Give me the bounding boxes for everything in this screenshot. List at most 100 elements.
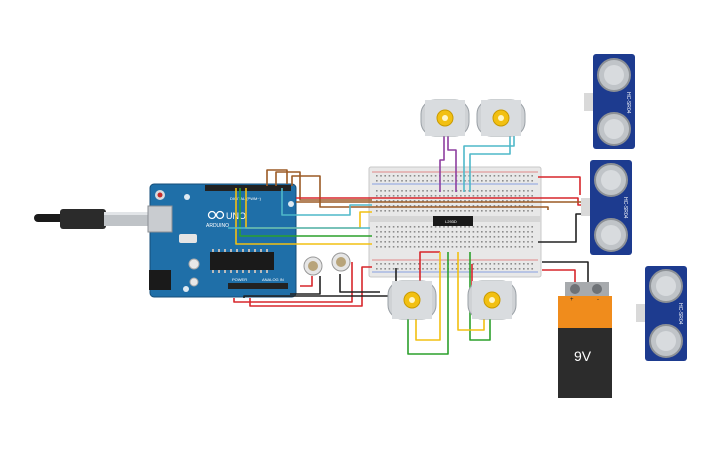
breadboard-hole [527, 246, 529, 248]
breadboard-hole [443, 200, 445, 202]
breadboard-hole [409, 200, 412, 202]
breadboard-hole [409, 205, 412, 207]
breadboard-hole [380, 175, 382, 177]
breadboard-hole [497, 226, 500, 228]
battery-minus-label: - [597, 297, 599, 303]
breadboard-hole [481, 246, 483, 248]
breadboard-hole [497, 190, 500, 192]
breadboard-hole [510, 246, 512, 248]
breadboard-hole [489, 236, 491, 238]
breadboard-hole [527, 226, 529, 228]
breadboard-hole [476, 210, 479, 212]
breadboard-hole [430, 226, 433, 228]
breadboard-hole [397, 263, 399, 265]
breadboard-hole [430, 205, 433, 207]
breadboard-hole [388, 205, 391, 207]
breadboard-hole [506, 200, 508, 202]
breadboard-hole [409, 231, 412, 233]
breadboard-hole [439, 241, 441, 243]
breadboard-hole [464, 263, 466, 265]
breadboard-hole [397, 180, 399, 182]
breadboard-hole [489, 268, 491, 270]
usb-cable [34, 209, 152, 229]
breadboard-hole [388, 175, 391, 177]
breadboard-hole [392, 190, 395, 192]
breadboard-hole [464, 205, 466, 207]
breadboard-hole [418, 231, 420, 233]
breadboard-hole [493, 195, 496, 197]
breadboard-hole [443, 175, 445, 177]
breadboard-hole [413, 175, 416, 177]
breadboard-hole [392, 263, 395, 265]
breadboard-hole [514, 231, 517, 233]
breadboard-hole [531, 195, 533, 197]
breadboard-hole [464, 180, 466, 182]
breadboard-hole [413, 246, 416, 248]
breadboard-hole [401, 263, 403, 265]
breadboard-hole [443, 210, 445, 212]
breadboard-hole [476, 195, 479, 197]
breadboard-hole [434, 180, 437, 182]
breadboard-hole [489, 210, 491, 212]
breadboard-hole [405, 190, 407, 192]
breadboard-hole [418, 200, 420, 202]
breadboard-hole [472, 226, 475, 228]
breadboard-hole [481, 195, 483, 197]
breadboard-hole [455, 236, 458, 238]
arduino-logo [207, 210, 225, 220]
breadboard-hole [434, 210, 437, 212]
breadboard-hole [380, 200, 382, 202]
breadboard-hole [472, 268, 475, 270]
breadboard-hole [455, 195, 458, 197]
breadboard-hole [443, 231, 445, 233]
breadboard-hole [489, 195, 491, 197]
breadboard-hole [510, 190, 512, 192]
breadboard-hole [468, 246, 470, 248]
breadboard-hole [502, 246, 504, 248]
breadboard-hole [502, 241, 504, 243]
breadboard-hole [430, 268, 433, 270]
breadboard-hole [523, 190, 525, 192]
breadboard-hole [384, 236, 386, 238]
breadboard-hole [422, 190, 424, 192]
breadboard-hole [485, 210, 487, 212]
breadboard-hole [531, 205, 533, 207]
breadboard-hole [376, 263, 378, 265]
breadboard-hole [451, 231, 454, 233]
breadboard-hole [426, 210, 428, 212]
breadboard-hole [430, 263, 433, 265]
breadboard-hole [523, 231, 525, 233]
breadboard-hole [451, 190, 454, 192]
breadboard-hole [464, 226, 466, 228]
breadboard-hole [489, 205, 491, 207]
breadboard-hole [422, 236, 424, 238]
breadboard-hole [485, 231, 487, 233]
breadboard-hole [401, 195, 403, 197]
breadboard-hole [422, 226, 424, 228]
breadboard-hole [434, 268, 437, 270]
breadboard-hole [514, 175, 517, 177]
breadboard-hole [518, 210, 521, 212]
breadboard-hole [434, 236, 437, 238]
reset-button[interactable] [157, 192, 163, 198]
breadboard-hole [401, 231, 403, 233]
breadboard-hole [439, 231, 441, 233]
breadboard-hole [468, 236, 470, 238]
breadboard-hole [401, 205, 403, 207]
breadboard-hole [392, 205, 395, 207]
breadboard-hole [476, 263, 479, 265]
breadboard-hole [413, 205, 416, 207]
breadboard-hole [531, 263, 533, 265]
breadboard-hole [392, 195, 395, 197]
breadboard-hole [405, 246, 407, 248]
ultrasonic-sensor-1: HC-SR04 [584, 54, 635, 149]
breadboard-hole [527, 180, 529, 182]
ultrasonic-sensor-2: HC-SR04 [581, 160, 632, 255]
breadboard-hole [527, 190, 529, 192]
breadboard-hole [418, 236, 420, 238]
breadboard-hole [523, 195, 525, 197]
breadboard-hole [447, 231, 449, 233]
ultrasonic-sensor-3: HC-SR04 [636, 266, 687, 361]
breadboard-hole [472, 246, 475, 248]
breadboard-hole [430, 200, 433, 202]
